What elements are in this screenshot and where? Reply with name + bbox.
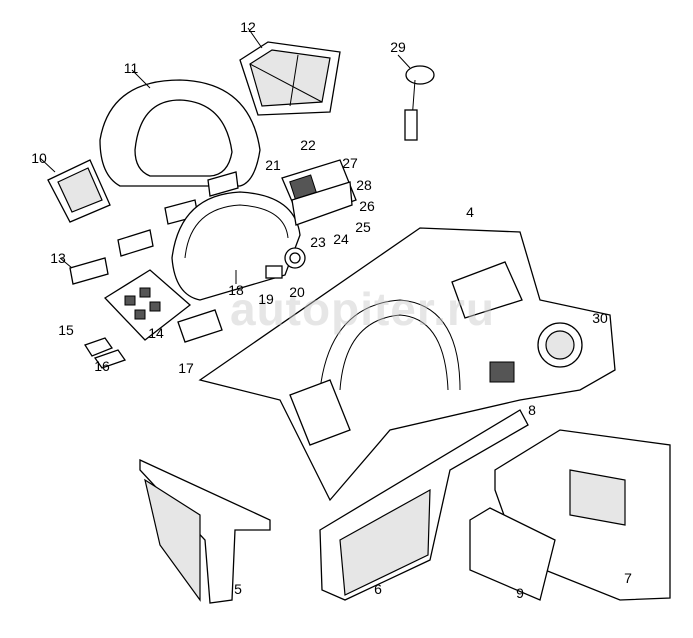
callout-30: 30 — [592, 310, 608, 326]
callout-20: 20 — [289, 284, 305, 300]
callout-19: 19 — [258, 291, 274, 307]
part-6-side-panel — [319, 409, 529, 601]
callout-6: 6 — [374, 581, 382, 597]
part-9-cover — [469, 507, 556, 601]
watermark: autopiter.ru — [230, 283, 496, 335]
callout-13: 13 — [50, 250, 66, 266]
callout-18: 18 — [228, 282, 244, 298]
part-19-20-switches — [265, 247, 306, 279]
part-10-display — [39, 157, 111, 223]
part-21-28-switch-panel — [281, 159, 357, 226]
part-17-switch-block — [177, 309, 223, 343]
callout-15: 15 — [58, 322, 74, 338]
part-14-switch-plate — [103, 269, 192, 341]
callout-8: 8 — [528, 402, 536, 418]
part-11-cluster-hood — [99, 69, 261, 187]
part-12-display — [239, 27, 341, 116]
callout-27: 27 — [342, 155, 358, 171]
callout-12: 12 — [240, 19, 256, 35]
callout-28: 28 — [356, 177, 372, 193]
callout-24: 24 — [333, 231, 349, 247]
callout-23: 23 — [310, 234, 326, 250]
part-5-side-panel — [139, 458, 271, 604]
callout-26: 26 — [359, 198, 375, 214]
callout-7: 7 — [624, 570, 632, 586]
part-4-dashboard — [198, 227, 616, 502]
callout-10: 10 — [31, 150, 47, 166]
callout-25: 25 — [355, 219, 371, 235]
callout-16: 16 — [94, 358, 110, 374]
callout-5: 5 — [234, 581, 242, 597]
callout-4: 4 — [466, 204, 474, 220]
callout-21: 21 — [265, 157, 281, 173]
part-15-16-buttons — [84, 337, 127, 369]
callout-11: 11 — [123, 60, 139, 76]
callout-9: 9 — [516, 585, 524, 601]
callout-17: 17 — [178, 360, 194, 376]
callout-22: 22 — [300, 137, 316, 153]
callout-29: 29 — [390, 39, 406, 55]
callout-14: 14 — [148, 325, 164, 341]
part-29-sensor — [397, 54, 435, 141]
